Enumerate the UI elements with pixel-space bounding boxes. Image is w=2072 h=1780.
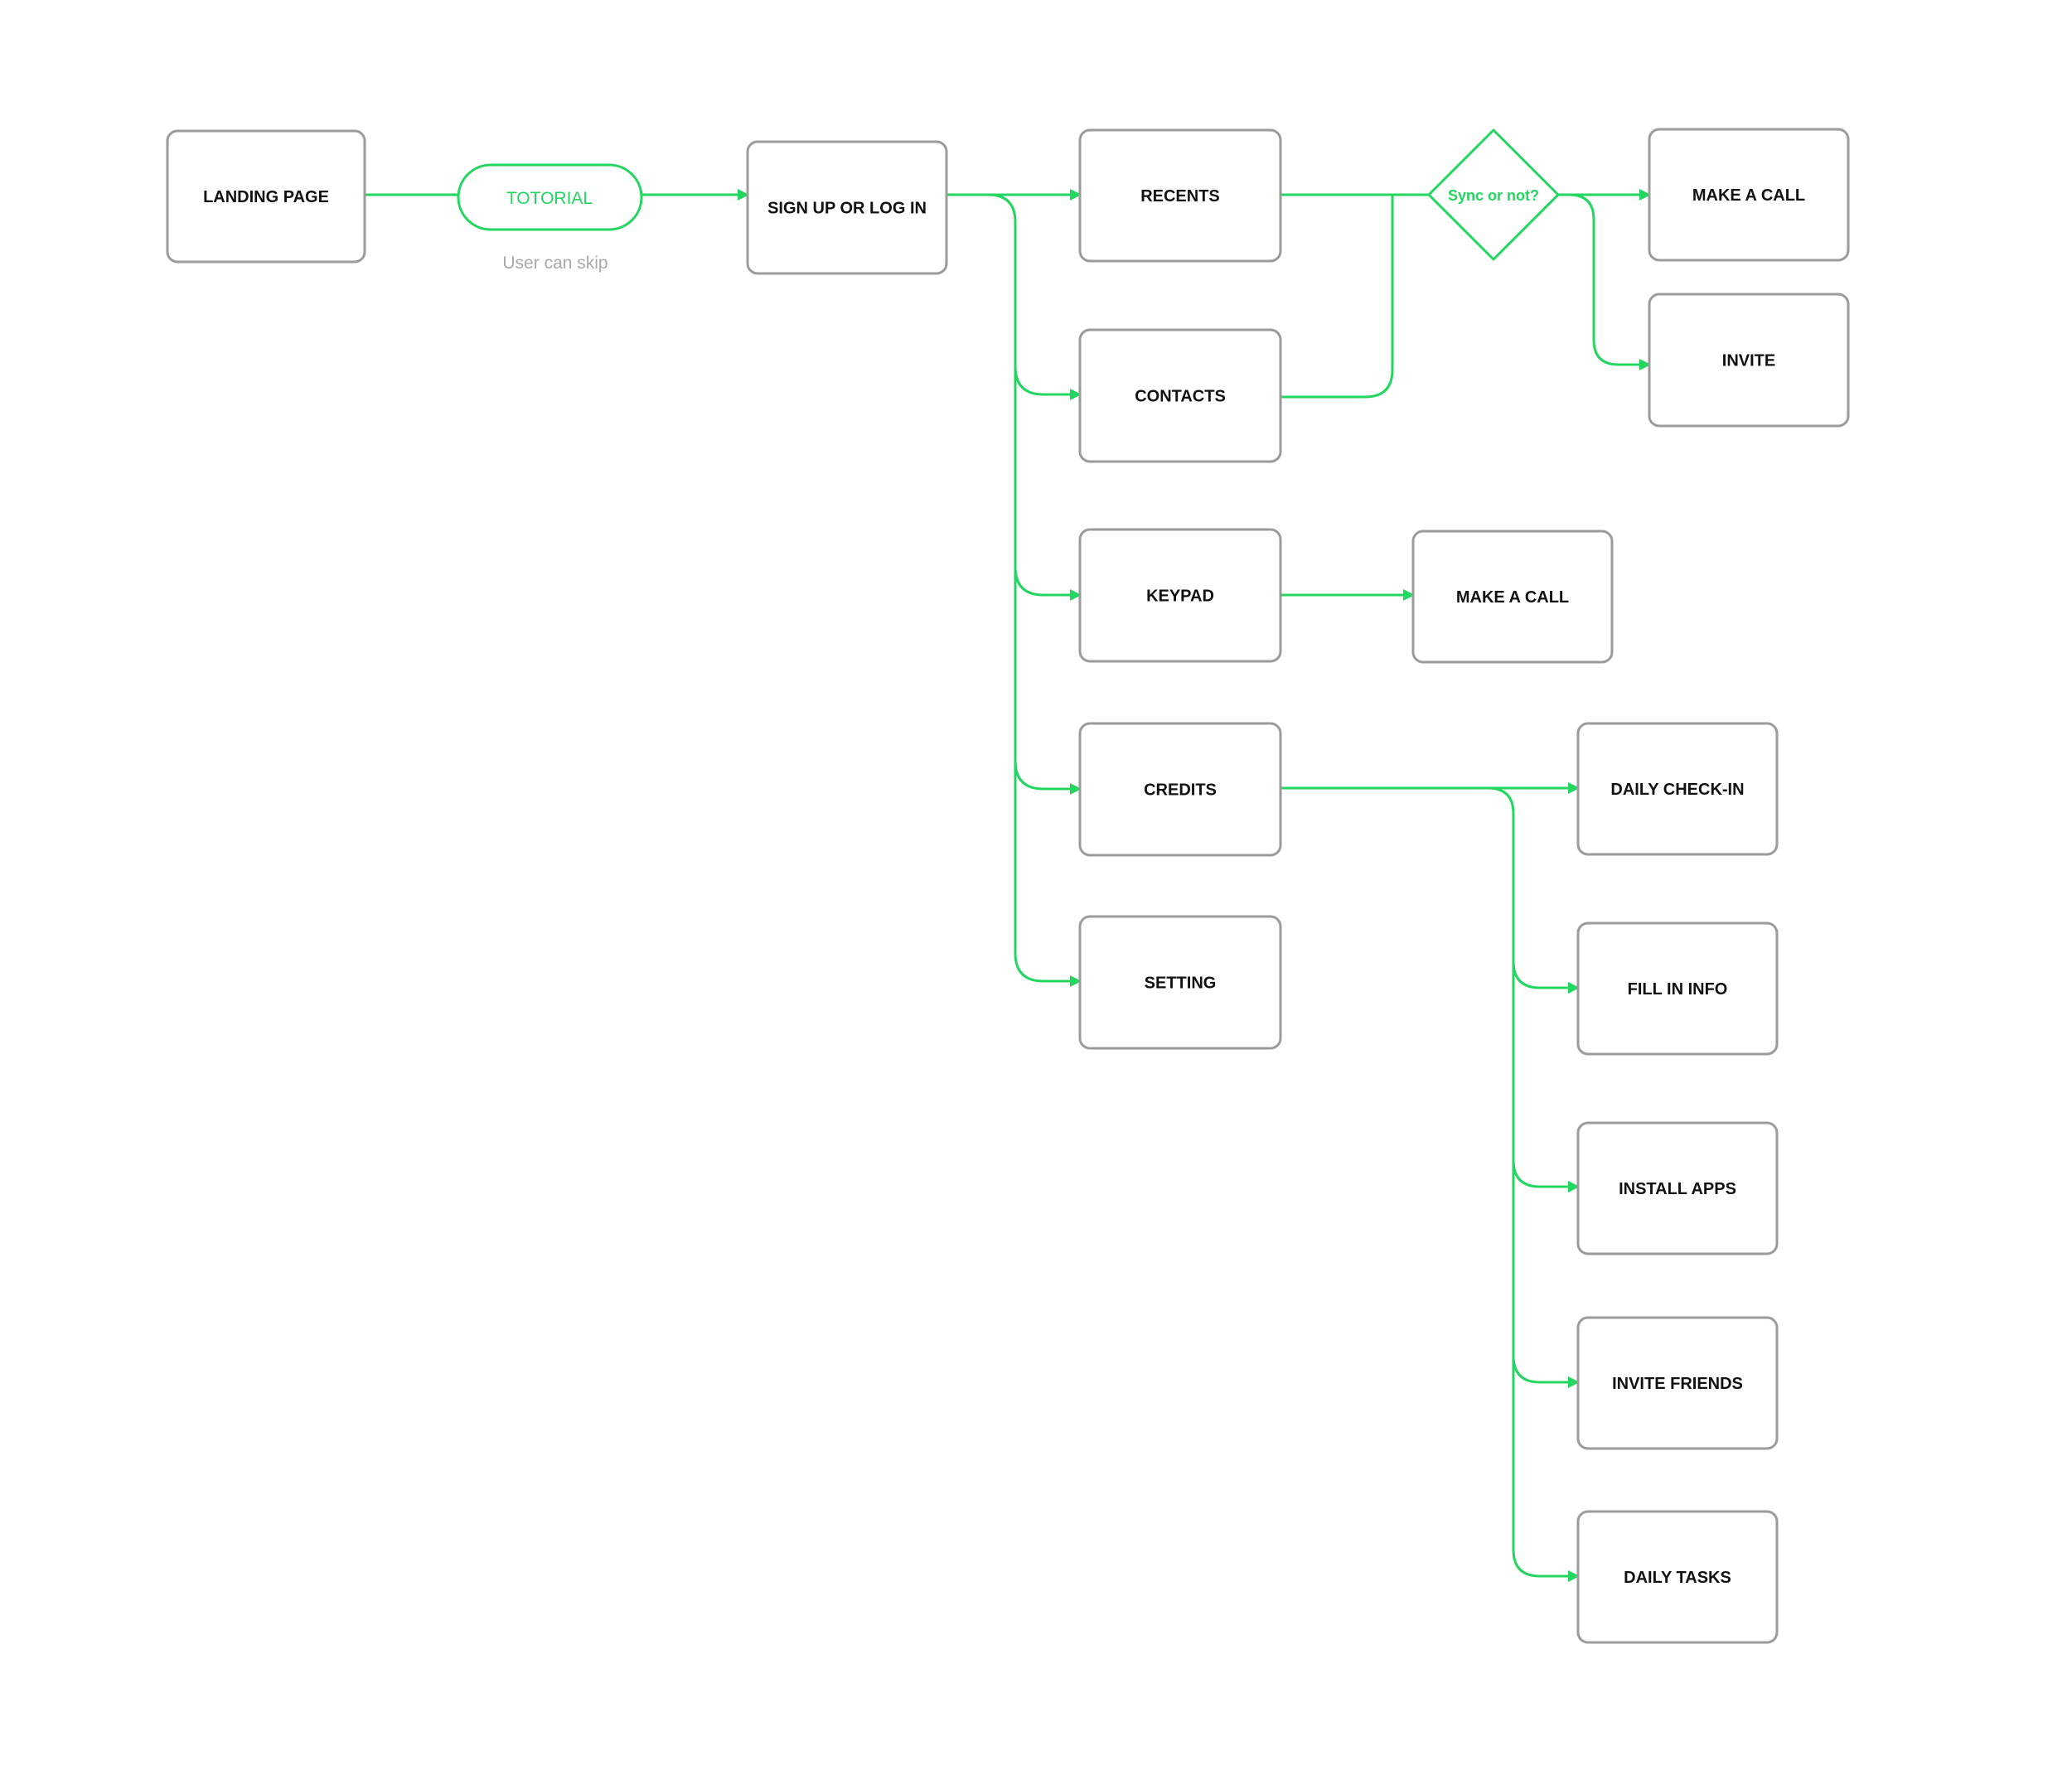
invite-node: INVITE: [1648, 293, 1850, 428]
setting-node: SETTING: [1078, 915, 1282, 1050]
connector-credits-task-trunk: [1280, 786, 1580, 1582]
tutorial-node: TOTORIAL: [457, 163, 643, 231]
make-a-call-node-keypad-label: MAKE A CALL: [1456, 588, 1569, 607]
setting-node-label: SETTING: [1145, 975, 1217, 993]
keypad-node-box: [1078, 528, 1282, 663]
sync-decision-label: Sync or not?: [1448, 187, 1539, 204]
invite-node-label: INVITE: [1722, 352, 1775, 370]
connector-trunk-credits: [1014, 760, 1082, 795]
daily-check-in-node-label: DAILY CHECK-IN: [1610, 781, 1744, 799]
recents-node: RECENTS: [1078, 128, 1282, 263]
make-a-call-node-keypad: MAKE A CALL: [1411, 530, 1614, 664]
credits-node-label: CREDITS: [1144, 781, 1217, 800]
connector-trunk-fill-info: [1512, 960, 1580, 994]
landing-page-node-label: LANDING PAGE: [203, 188, 329, 206]
daily-tasks-node-label: DAILY TASKS: [1624, 1569, 1731, 1587]
connector-trunk-invite-friends: [1512, 1355, 1580, 1388]
connectors: [365, 189, 1651, 1582]
connector-sync-invite: [1558, 193, 1651, 370]
install-apps-node: INSTALL APPS: [1576, 1121, 1779, 1255]
keypad-node: KEYPAD: [1078, 528, 1282, 663]
make-a-call-node-recents-box: [1648, 128, 1850, 262]
setting-node-box: [1078, 915, 1282, 1050]
connector-trunk-contacts: [1014, 365, 1082, 400]
connector-trunk-keypad: [1014, 566, 1082, 601]
make-a-call-node-keypad-box: [1411, 530, 1614, 664]
invite-friends-node-box: [1576, 1316, 1779, 1450]
invite-friends-node: INVITE FRIENDS: [1576, 1316, 1779, 1450]
make-a-call-node-recents-label: MAKE A CALL: [1692, 186, 1805, 205]
connector-trunk-install-apps: [1512, 1159, 1580, 1192]
connector-contacts-sync: [1280, 195, 1394, 399]
credits-node-box: [1078, 722, 1282, 857]
fill-in-info-node: FILL IN INFO: [1576, 921, 1779, 1056]
install-apps-node-box: [1576, 1121, 1779, 1255]
landing-page-node-box: [166, 129, 366, 264]
tutorial-skip-note: User can skip: [502, 254, 608, 273]
sync-decision-node: Sync or not?: [1427, 128, 1560, 261]
tutorial-label: TOTORIAL: [506, 189, 593, 208]
contacts-node: CONTACTS: [1078, 328, 1282, 463]
daily-check-in-node: DAILY CHECK-IN: [1576, 722, 1779, 856]
contacts-node-label: CONTACTS: [1135, 388, 1226, 406]
daily-check-in-node-box: [1576, 722, 1779, 856]
install-apps-node-label: INSTALL APPS: [1619, 1180, 1736, 1198]
signup-login-node: SIGN UP OR LOG IN: [746, 140, 948, 275]
credits-node: CREDITS: [1078, 722, 1282, 857]
signup-login-node-label: SIGN UP OR LOG IN: [767, 200, 927, 218]
daily-tasks-node: DAILY TASKS: [1576, 1510, 1779, 1644]
make-a-call-node-recents: MAKE A CALL: [1648, 128, 1850, 262]
recents-node-box: [1078, 128, 1282, 263]
contacts-node-box: [1078, 328, 1282, 463]
fill-in-info-node-label: FILL IN INFO: [1628, 980, 1728, 999]
signup-login-node-box: [746, 140, 948, 275]
invite-friends-node-label: INVITE FRIENDS: [1612, 1375, 1743, 1393]
fill-in-info-node-box: [1576, 921, 1779, 1056]
step-nodes: LANDING PAGE SIGN UP OR LOG IN RECENTS CONT…: [166, 128, 1850, 1644]
invite-node-box: [1648, 293, 1850, 428]
daily-tasks-node-box: [1576, 1510, 1779, 1644]
connector-signup-menu-trunk: [946, 193, 1082, 987]
landing-page-node: LANDING PAGE: [166, 129, 366, 264]
keypad-node-label: KEYPAD: [1146, 588, 1214, 606]
recents-node-label: RECENTS: [1140, 187, 1220, 206]
